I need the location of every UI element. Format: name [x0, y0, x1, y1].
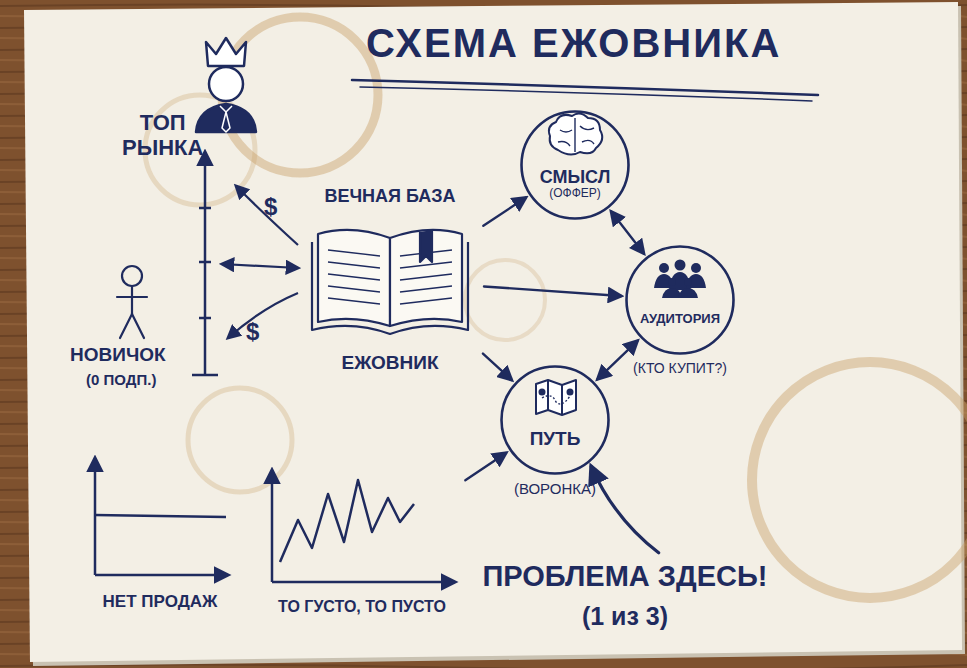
title-underline — [352, 80, 818, 101]
circle-content: СМЫСЛ(ОФФЕР) — [520, 110, 630, 220]
scale-label: НОВИЧОК — [70, 344, 166, 366]
chart-caption: ТО ГУСТО, ТО ПУСТО — [278, 598, 446, 616]
callout-text: ПРОБЛЕМА ЗДЕСЬ! — [483, 560, 768, 593]
circle-caption: (КТО КУПИТ?) — [633, 360, 727, 376]
coffee-stains — [145, 17, 967, 598]
paper-sheet — [24, 2, 962, 662]
novice-figure — [117, 266, 147, 338]
circle-outline — [520, 110, 630, 220]
book-node: ВЕЧНАЯ БАЗА ЕЖОВНИК — [300, 186, 480, 374]
king-figure — [196, 38, 256, 132]
growth-scale — [192, 152, 218, 375]
connector-arrow — [483, 354, 512, 380]
brain-icon — [549, 113, 602, 154]
concept-circle: ПУТЬ(ВОРОНКА) — [500, 365, 610, 475]
no-sales-chart — [95, 458, 228, 575]
circle-content: ПУТЬ — [500, 365, 610, 475]
concept-circle: АУДИТОРИЯ(КТО КУПИТ?) — [625, 245, 735, 355]
callout-text: (1 из 3) — [582, 602, 668, 631]
circle-caption: (ВОРОНКА) — [514, 480, 596, 497]
callout-node: ПРОБЛЕМА ЗДЕСЬ! (1 из 3) — [475, 556, 776, 640]
price-symbol: $ — [246, 318, 259, 346]
connector-arrow — [591, 467, 658, 553]
circle-border — [627, 247, 734, 354]
circle-label: АУДИТОРИЯ — [640, 312, 720, 327]
chart-caption: НЕТ ПРОДАЖ — [103, 592, 218, 612]
book-caption: ЕЖОВНИК — [341, 352, 438, 374]
circle-label: ПУТЬ — [530, 428, 581, 450]
book-icon — [312, 230, 468, 334]
connector-arrow — [465, 453, 506, 480]
price-symbol: $ — [264, 193, 277, 221]
circle-outline — [625, 245, 735, 355]
map-icon — [536, 380, 576, 415]
scale-label: (0 ПОДП.) — [86, 371, 156, 388]
price-arrows — [222, 186, 298, 338]
connector-arrow — [611, 212, 644, 254]
circle-outline — [500, 365, 610, 475]
circle-label: СМЫСЛ — [540, 167, 611, 188]
circle-border — [522, 112, 629, 219]
scale-label: ТОП РЫНКА — [122, 110, 203, 161]
book-caption: ВЕЧНАЯ БАЗА — [324, 186, 455, 207]
connector-arrow — [483, 198, 525, 226]
circle-label: (ОФФЕР) — [549, 187, 601, 201]
connector-arrow — [598, 341, 638, 379]
unstable-chart — [272, 470, 455, 582]
circle-content: АУДИТОРИЯ — [625, 245, 735, 355]
audience-icon — [654, 260, 706, 299]
concept-circle: СМЫСЛ(ОФФЕР) — [520, 110, 630, 220]
circle-border — [502, 367, 609, 474]
chart-node: НЕТ ПРОДАЖ — [85, 448, 235, 616]
chart-node: ТО ГУСТО, ТО ПУСТО — [262, 462, 462, 620]
connector-arrow — [484, 286, 621, 295]
diagram-title: СХЕМА ЕЖОВНИКА — [366, 20, 781, 66]
